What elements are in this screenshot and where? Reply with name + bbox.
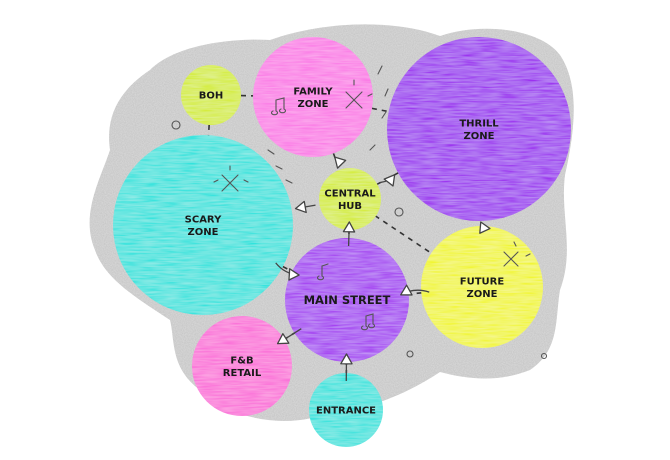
zone-hub-label: CENTRAL [324, 188, 376, 199]
zone-main[interactable]: MAIN STREET [285, 238, 409, 362]
doodle-circle [406, 350, 414, 358]
flow-hub-to-thrill [380, 174, 396, 187]
zone-scary-label: ZONE [188, 227, 219, 238]
zone-boh[interactable]: BOH [181, 65, 241, 125]
zone-fnb-circle[interactable] [192, 316, 292, 416]
arrowhead-icon [340, 353, 353, 365]
zone-main-circle[interactable] [285, 238, 409, 362]
zone-hub-circle[interactable] [319, 168, 381, 230]
flow-future-to-main [400, 284, 430, 296]
arrowhead-icon [276, 333, 290, 345]
zone-hub-label: HUB [338, 201, 362, 212]
flow-arrows [275, 156, 491, 382]
zone-entrance-label: ENTRANCE [316, 406, 376, 417]
zone-future-label: FUTURE [460, 276, 505, 287]
zone-bubbles: BOH FAMILY ZONE THRILL ZONE SCARY ZONE CENTRAL H… [113, 37, 571, 447]
zone-boh-label: BOH [199, 91, 224, 102]
doodle-circle [171, 120, 181, 130]
arrowhead-icon [294, 200, 307, 214]
flow-hub-to-scary [294, 200, 316, 214]
arrowhead-icon [288, 268, 300, 281]
doodle-circle [540, 352, 548, 360]
flow-scary-to-main [275, 262, 300, 281]
flow-thrill-to-future [479, 221, 491, 234]
sparkle-icon [345, 79, 373, 109]
zone-thrill-circle[interactable] [387, 37, 571, 221]
flow-main-to-hub [342, 221, 356, 247]
zone-thrill-label: ZONE [464, 131, 495, 142]
zone-entrance[interactable]: ENTRANCE [309, 373, 383, 447]
sparkle-icon [503, 241, 531, 267]
scribble-lines [267, 65, 389, 184]
music-note-icon [360, 313, 376, 331]
zone-thrill[interactable]: THRILL ZONE [387, 37, 571, 221]
flow-hub-to-family [334, 156, 347, 169]
zone-family-label: FAMILY [293, 86, 333, 97]
zone-scary[interactable]: SCARY ZONE [113, 135, 293, 315]
music-note-icon [270, 97, 287, 116]
zone-entrance-circle[interactable] [309, 373, 383, 447]
zone-family[interactable]: FAMILY ZONE [253, 37, 373, 157]
sparkle-icon [213, 165, 249, 192]
flow-main-to-fnb [276, 328, 302, 345]
zone-family-circle[interactable] [253, 37, 373, 157]
zone-fnb-label: RETAIL [223, 368, 262, 379]
doodle-circle [394, 207, 404, 217]
zone-boh-circle[interactable] [181, 65, 241, 125]
flow-entrance-to-main [340, 353, 353, 382]
zone-thrill-label: THRILL [459, 118, 499, 129]
zone-future-circle[interactable] [421, 226, 543, 348]
zone-future[interactable]: FUTURE ZONE [421, 226, 543, 348]
zone-fnb-label: F&B [230, 355, 253, 366]
zone-scary-circle[interactable] [113, 135, 293, 315]
arrowhead-icon [400, 284, 413, 296]
zone-hub[interactable]: CENTRAL HUB [319, 168, 381, 230]
arrowhead-icon [479, 221, 491, 234]
zone-main-label: MAIN STREET [304, 293, 391, 307]
zone-scary-label: SCARY [185, 214, 222, 225]
zone-future-label: ZONE [467, 289, 498, 300]
doodles [171, 65, 548, 360]
zone-fnb[interactable]: F&B RETAIL [192, 316, 292, 416]
music-note-icon [316, 263, 329, 281]
arrowhead-icon [383, 174, 396, 187]
arrowhead-icon [334, 156, 347, 169]
zone-family-label: ZONE [298, 99, 329, 110]
arrowhead-icon [342, 221, 356, 233]
